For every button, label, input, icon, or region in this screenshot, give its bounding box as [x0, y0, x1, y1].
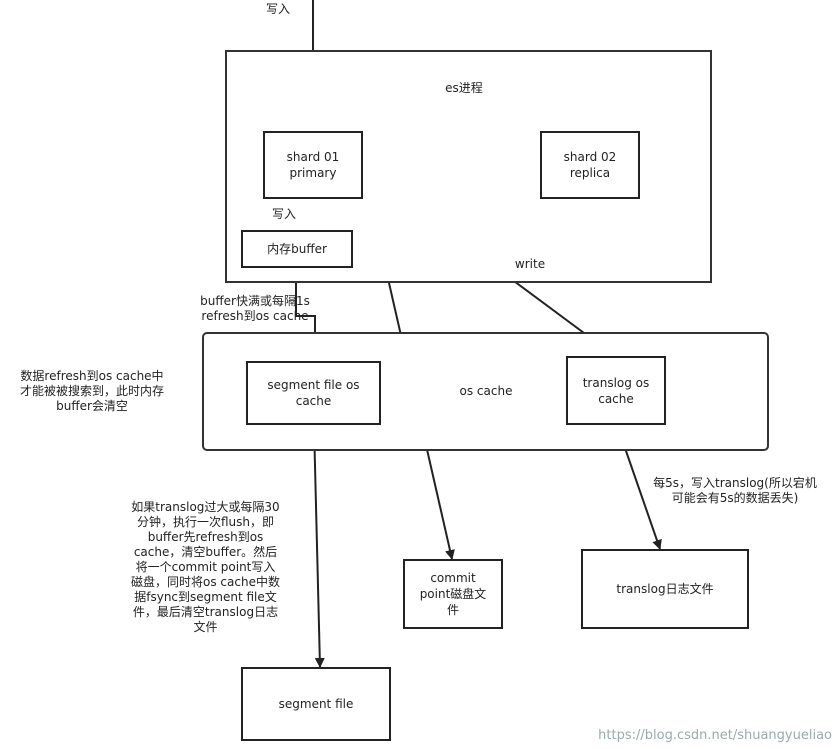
write-buffer-label: 写入: [271, 207, 296, 221]
os-cache-label: os cache: [459, 384, 513, 398]
translog-os-cache-box: translog os cache: [566, 356, 666, 425]
es-process-label: es进程: [445, 81, 483, 95]
shard02-replica-box: shard 02 replica: [540, 131, 640, 199]
segment-file-box: segment file: [241, 667, 391, 741]
refresh-note: 数据refresh到os cache中 才能被被搜索到，此时内存 buffer会…: [19, 369, 164, 413]
write-label: write: [514, 257, 546, 271]
every-5s-label: 每5s，写入translog(所以宕机 可能会有5s的数据丢失): [653, 476, 817, 505]
refresh-label: buffer快满或每隔1s refresh到os cache: [200, 294, 310, 323]
watermark: https://blog.csdn.net/shuangyueliao: [598, 728, 832, 743]
write-top-label: 写入: [265, 2, 290, 16]
flush-note: 如果translog过大或每隔30 分钟，执行一次flush，即 buffer先…: [131, 500, 280, 634]
commit-point-box: commit point磁盘文 件: [403, 559, 503, 629]
arrow-segment-cache-to-segment-file: [313, 424, 325, 668]
shard01-primary-box: shard 01 primary: [263, 131, 363, 199]
translog-file-box: translog日志文件: [581, 549, 749, 629]
segment-file-os-cache-box: segment file os cache: [246, 361, 381, 425]
memory-buffer-box: 内存buffer: [241, 230, 353, 268]
